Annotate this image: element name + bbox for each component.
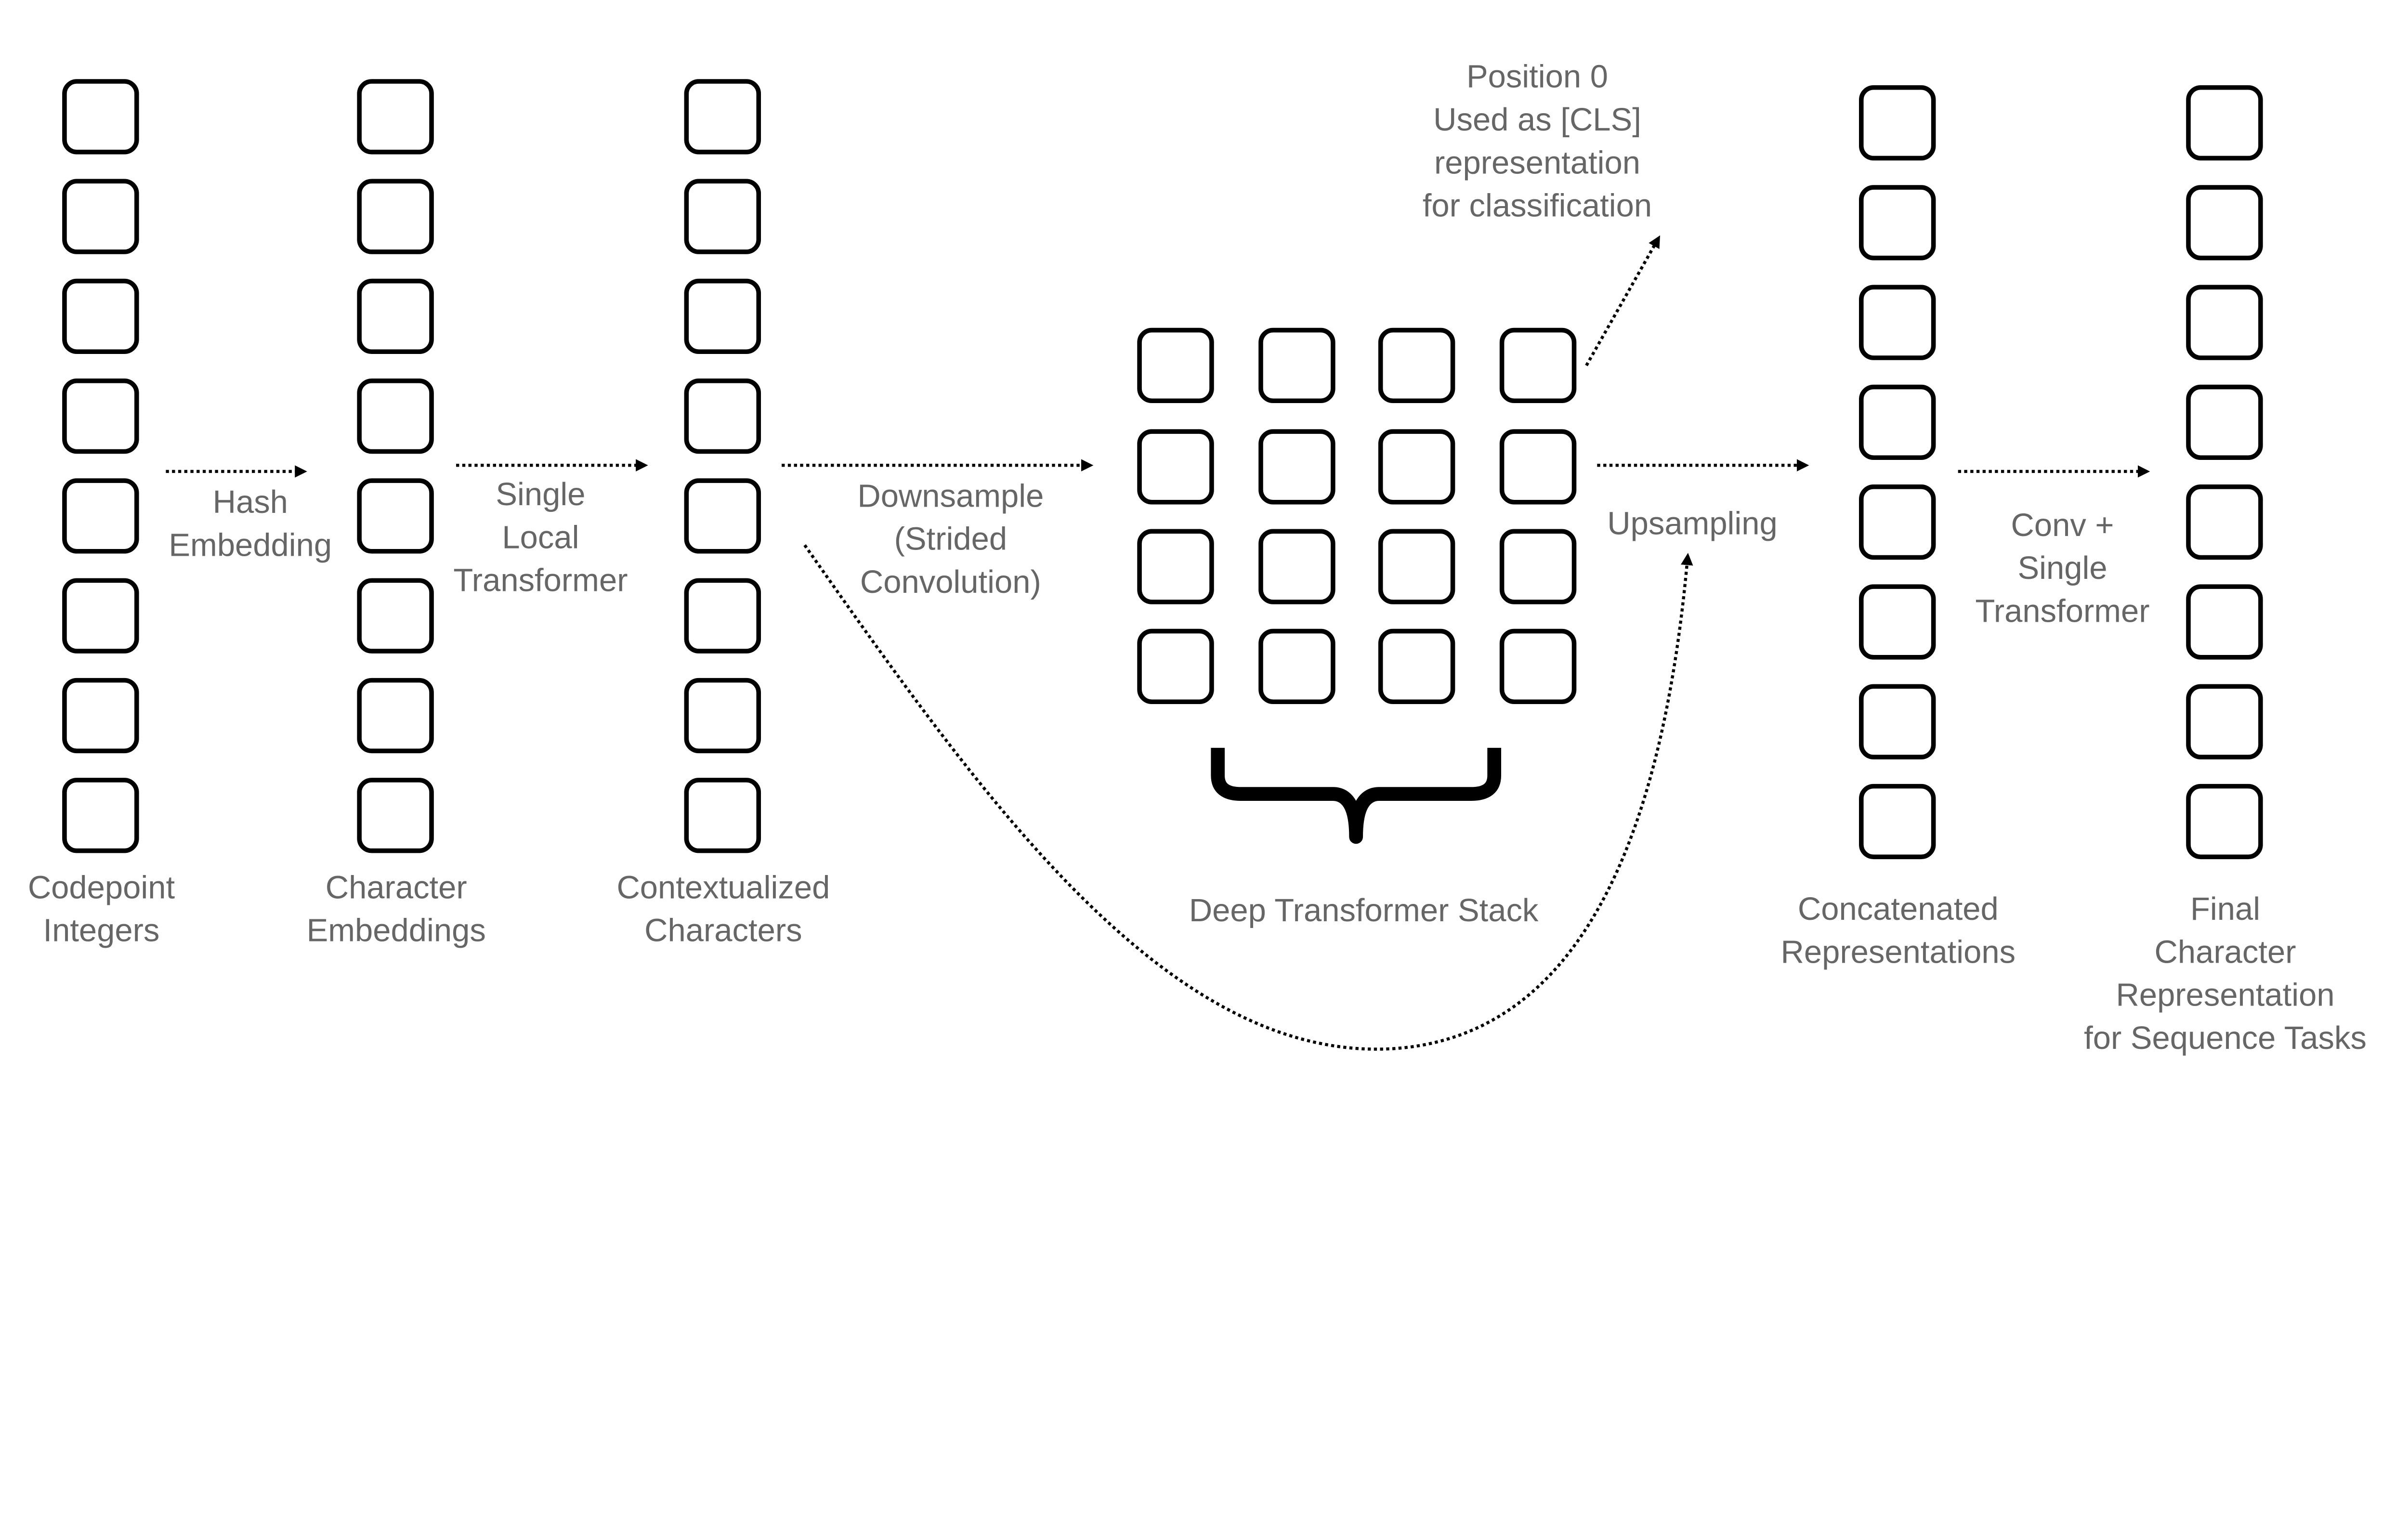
column-label: for Sequence Tasks <box>2084 1020 2367 1056</box>
column-label: Representations <box>1781 934 2016 970</box>
column-1-cell <box>357 379 434 454</box>
transformer-stack-cell <box>1378 327 1455 404</box>
column-3-cell <box>1859 584 1936 660</box>
brace-icon <box>1211 747 1502 844</box>
column-2-cell <box>684 79 761 155</box>
column-4-cell <box>2186 185 2263 261</box>
column-3-cell <box>1859 384 1936 460</box>
arrow-label: Hash <box>213 484 288 520</box>
arrow-label: Single <box>2017 550 2107 586</box>
column-1-cell <box>357 79 434 155</box>
column-4-cell <box>2186 384 2263 460</box>
column-3-cell <box>1859 85 1936 161</box>
transformer-stack-cell <box>1137 628 1214 705</box>
column-1-cell <box>357 478 434 554</box>
column-2-cell <box>684 578 761 653</box>
transformer-stack-cell <box>1499 628 1577 705</box>
column-2-cell <box>684 478 761 554</box>
column-1-cell <box>357 778 434 853</box>
transformer-stack-cell <box>1499 327 1577 404</box>
cls-note: Used as [CLS] <box>1433 102 1641 138</box>
column-label: Embeddings <box>307 913 486 949</box>
transformer-stack-cell <box>1137 429 1214 505</box>
column-0-cell <box>62 578 139 653</box>
column-2-cell <box>684 778 761 853</box>
column-label: Character <box>2155 934 2296 970</box>
column-0-cell <box>62 79 139 155</box>
column-2-cell <box>684 379 761 454</box>
column-4-cell <box>2186 285 2263 360</box>
column-4-cell <box>2186 684 2263 759</box>
cls-note: for classification <box>1423 188 1652 224</box>
architecture-diagram: CodepointIntegersCharacterEmbeddingsCont… <box>28 59 2367 1056</box>
arrow-label: Single <box>496 476 585 512</box>
column-0-cell <box>62 678 139 754</box>
column-3-cell <box>1859 484 1936 560</box>
arrow-label: Transformer <box>1975 593 2149 629</box>
column-label: Contextualized <box>616 869 830 905</box>
column-2-cell <box>684 278 761 354</box>
transformer-stack-cell <box>1499 529 1577 604</box>
transformer-stack-cell <box>1499 429 1577 505</box>
residual-skip-arrow <box>803 544 1693 1051</box>
column-label: Integers <box>43 913 159 949</box>
transformer-stack-cell <box>1258 429 1335 505</box>
column-1-cell <box>357 179 434 254</box>
column-4-cell <box>2186 85 2263 161</box>
arrow-label: Downsample <box>857 478 1044 514</box>
column-0-cell <box>62 379 139 454</box>
column-3-cell <box>1859 784 1936 860</box>
column-3-cell <box>1859 185 1936 261</box>
cls-note: Position 0 <box>1466 59 1608 95</box>
column-4-cell <box>2186 584 2263 660</box>
arrow-label: Upsampling <box>1607 506 1778 542</box>
arrow-label: Local <box>502 519 579 555</box>
column-label: Codepoint <box>28 869 175 905</box>
arrow-label: Transformer <box>453 562 628 599</box>
column-2-cell <box>684 678 761 754</box>
transformer-stack-cell <box>1378 429 1455 505</box>
transformer-stack-cell <box>1137 529 1214 604</box>
column-1-cell <box>357 278 434 354</box>
column-label: Final <box>2190 891 2260 927</box>
column-0-cell <box>62 278 139 354</box>
stack-label: Deep Transformer Stack <box>1189 892 1539 928</box>
transformer-stack-cell <box>1258 327 1335 404</box>
arrow-label: Convolution) <box>860 564 1041 600</box>
column-3-cell <box>1859 684 1936 759</box>
cls-note: representation <box>1434 144 1640 181</box>
column-2-cell <box>684 179 761 254</box>
column-1-cell <box>357 678 434 754</box>
transformer-stack-cell <box>1258 628 1335 705</box>
column-0-cell <box>62 179 139 254</box>
transformer-stack-cell <box>1258 529 1335 604</box>
column-4-cell <box>2186 784 2263 860</box>
column-label: Character <box>326 869 467 905</box>
column-4-cell <box>2186 484 2263 560</box>
transformer-stack-cell <box>1378 628 1455 705</box>
column-1-cell <box>357 578 434 653</box>
column-0-cell <box>62 478 139 554</box>
arrow-label: Embedding <box>169 527 332 563</box>
column-label: Concatenated <box>1798 891 1999 927</box>
column-label: Representation <box>2116 977 2334 1013</box>
arrow-cls <box>1585 235 1661 366</box>
column-0-cell <box>62 778 139 853</box>
arrow-label: Conv + <box>2011 507 2114 543</box>
column-label: Characters <box>644 913 802 949</box>
transformer-stack-cell <box>1137 327 1214 404</box>
column-3-cell <box>1859 285 1936 360</box>
transformer-stack-cell <box>1378 529 1455 604</box>
arrow-label: (Strided <box>894 521 1007 557</box>
